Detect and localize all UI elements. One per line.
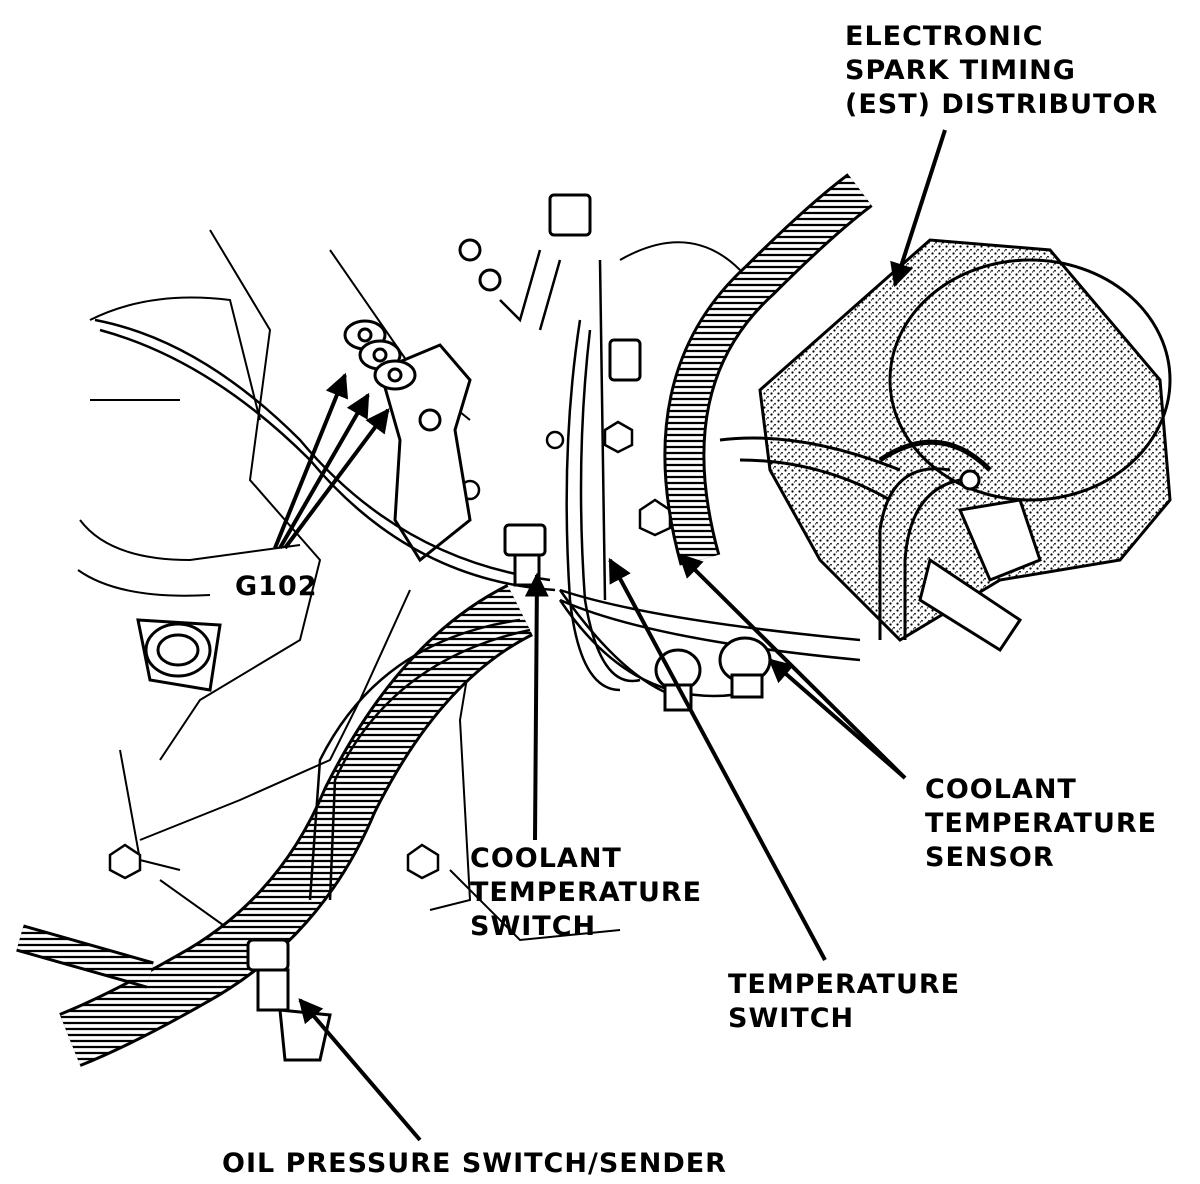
est-distributor (758, 238, 1172, 653)
callout-arrows (273, 129, 947, 1142)
distributor-leads (719, 436, 961, 640)
arrow-coolant-switch (524, 572, 549, 841)
temperature-switch-part (654, 648, 702, 712)
arrow-g102-3 (283, 408, 390, 550)
coolant-temperature-switch-label: COOLANT TEMPERATURE SWITCH (470, 843, 703, 942)
wire-harness (94, 249, 861, 901)
coolant-temperature-sensor-label: COOLANT TEMPERATURE SENSOR (925, 774, 1158, 873)
temperature-switch-label: TEMPERATURE SWITCH (728, 969, 961, 1034)
arrow-coolant-sensor-b (768, 658, 907, 780)
coolant-temperature-switch-part (503, 523, 547, 587)
est-distributor-label: ELECTRONIC SPARK TIMING (EST) DISTRIBUTO… (845, 21, 1159, 120)
coolant-temperature-sensor-part (718, 636, 772, 699)
oil-pressure-switch-part (246, 938, 332, 1062)
arrow-g102-1 (273, 372, 349, 549)
g102-label: G102 (235, 571, 318, 602)
g102-ground-terminals (343, 319, 417, 391)
arrow-temperature-switch (608, 557, 827, 961)
mounting-bolts (108, 420, 672, 880)
cylinder-head-port (136, 618, 222, 692)
ring-terminals-top (458, 193, 642, 382)
oil-pressure-switch-sender-label: OIL PRESSURE SWITCH/SENDER (222, 1148, 727, 1179)
mounting-bracket (378, 343, 472, 563)
arrow-est-distributor (890, 129, 947, 288)
arrow-g102-2 (278, 392, 370, 549)
arrow-oil-pressure (298, 998, 422, 1142)
engine-block-outline (77, 229, 741, 942)
